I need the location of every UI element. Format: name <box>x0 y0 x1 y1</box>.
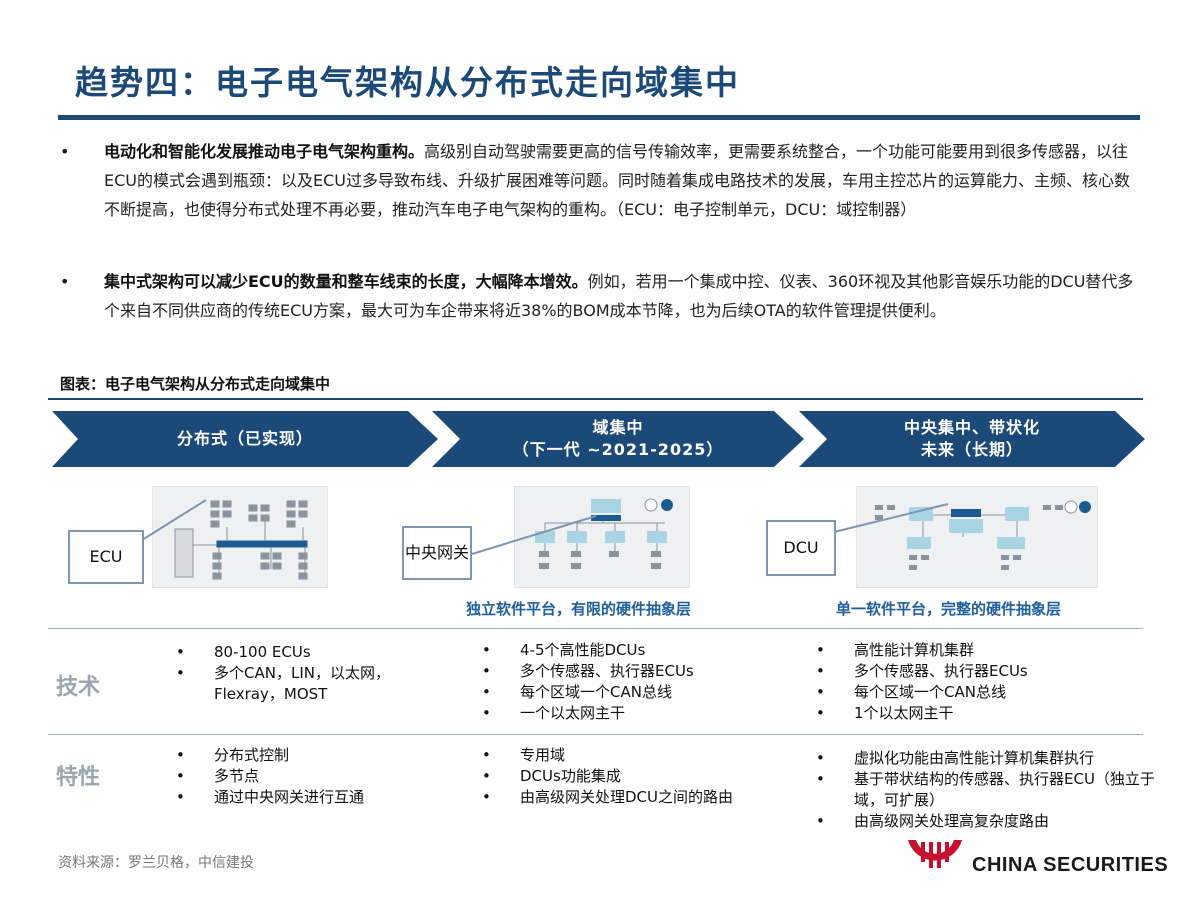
dcu-callout: DCU <box>766 520 836 576</box>
ecu-network-icon <box>174 500 308 580</box>
list-item: 高性能计算机集群 <box>816 640 1146 661</box>
stage-arrow-distributed: 分布式（已实现） <box>52 411 438 467</box>
feature-list-central: 虚拟化功能由高性能计算机集群执行 基于带状结构的传感器、执行器ECU（独立于域，… <box>816 748 1156 832</box>
tech-list-domain: 4-5个高性能DCUs 多个传感器、执行器ECUs 每个区域一个CAN总线 一个… <box>482 640 782 724</box>
tech-list-distributed: 80-100 ECUs 多个CAN，LIN，以太网，Flexray，MOST <box>176 642 416 705</box>
central-gateway-callout: 中央网关 <box>402 526 472 580</box>
bullet-2-text: 例如，若用一个集成中控、仪表、360环视及其他影音娱乐功能的DCU替代多个来自不… <box>104 272 1134 320</box>
list-item: 每个区域一个CAN总线 <box>482 682 782 703</box>
list-item: 虚拟化功能由高性能计算机集群执行 <box>816 748 1156 769</box>
central-architecture-diagram <box>856 486 1098 588</box>
row-label-features: 特性 <box>56 765 101 790</box>
feature-list-domain: 专用域 DCUs功能集成 由高级网关处理DCU之间的路由 <box>482 745 802 808</box>
figure-divider <box>48 398 1143 400</box>
bullet-1-text: 高级别自动驾驶需要更高的信号传输效率，更需要系统整合，一个功能可能要用到很多传感… <box>104 142 1130 219</box>
china-securities-logo-icon <box>908 840 962 868</box>
page-title: 趋势四：电子电气架构从分布式走向域集中 <box>75 63 740 102</box>
row-label-tech: 技术 <box>56 675 101 700</box>
central-subcaption: 单一软件平台，完整的硬件抽象层 <box>836 600 1062 618</box>
title-divider <box>58 115 1140 120</box>
list-item: 4-5个高性能DCUs <box>482 640 782 661</box>
brand-name: CHINA SECURITIES <box>972 854 1169 876</box>
table-mid-rule <box>48 734 1143 735</box>
figure-label: 图表：电子电气架构从分布式走向域集中 <box>60 375 331 393</box>
stage-2-line2: （下一代 ~2021-2025） <box>512 440 724 459</box>
list-item: 80-100 ECUs <box>176 642 416 663</box>
domain-architecture-diagram <box>514 486 690 588</box>
stage-1-line1: 分布式（已实现） <box>176 429 313 448</box>
stage-arrow-central: 中央集中、带状化未来（长期） <box>799 411 1145 467</box>
list-item: 多个传感器、执行器ECUs <box>816 661 1146 682</box>
list-item: 多节点 <box>176 766 436 787</box>
bullet-1-bold: 电动化和智能化发展推动电子电气架构重构。 <box>104 142 425 161</box>
stage-3-line2: 未来（长期） <box>920 440 1023 459</box>
bullet-paragraph-1: 电动化和智能化发展推动电子电气架构重构。高级别自动驾驶需要更高的信号传输效率，更… <box>104 137 1134 224</box>
source-note: 资料来源：罗兰贝格，中信建投 <box>58 855 254 871</box>
stage-2-line1: 域集中 <box>592 418 644 437</box>
list-item: 由高级网关处理DCU之间的路由 <box>482 787 802 808</box>
list-item: 由高级网关处理高复杂度路由 <box>816 811 1156 832</box>
domain-subcaption: 独立软件平台，有限的硬件抽象层 <box>466 600 692 618</box>
list-item: 1个以太网主干 <box>816 703 1146 724</box>
ecu-callout: ECU <box>68 530 144 584</box>
bullet-paragraph-2: 集中式架构可以减少ECU的数量和整车线束的长度，大幅降本增效。例如，若用一个集成… <box>104 267 1134 325</box>
bullet-marker: • <box>60 142 70 161</box>
stage-arrow-domain: 域集中 （下一代 ~2021-2025） <box>432 411 804 467</box>
list-item: DCUs功能集成 <box>482 766 802 787</box>
table-top-rule <box>48 628 1143 629</box>
callout-connector <box>833 503 949 533</box>
tech-list-central: 高性能计算机集群 多个传感器、执行器ECUs 每个区域一个CAN总线 1个以太网… <box>816 640 1146 724</box>
callout-connector <box>471 515 597 555</box>
chevron-shape <box>52 411 438 467</box>
list-item: 专用域 <box>482 745 802 766</box>
list-item: 基于带状结构的传感器、执行器ECU（独立于域，可扩展） <box>816 769 1156 811</box>
list-item: 通过中央网关进行互通 <box>176 787 436 808</box>
list-item: 一个以太网主干 <box>482 703 782 724</box>
bullet-marker: • <box>60 272 70 291</box>
bullet-2-bold: 集中式架构可以减少ECU的数量和整车线束的长度，大幅降本增效。 <box>104 272 588 291</box>
chevron-shape <box>799 411 1145 467</box>
list-item: 每个区域一个CAN总线 <box>816 682 1146 703</box>
feature-list-distributed: 分布式控制 多节点 通过中央网关进行互通 <box>176 745 436 808</box>
stage-3-line1: 中央集中、带状化 <box>903 418 1040 437</box>
distributed-architecture-diagram <box>152 486 328 588</box>
central-network-icon <box>875 500 1091 570</box>
domain-network-icon <box>535 498 673 569</box>
list-item: 分布式控制 <box>176 745 436 766</box>
list-item: 多个CAN，LIN，以太网，Flexray，MOST <box>176 663 416 705</box>
chevron-shape <box>432 411 804 467</box>
list-item: 多个传感器、执行器ECUs <box>482 661 782 682</box>
callout-connector <box>141 499 207 541</box>
